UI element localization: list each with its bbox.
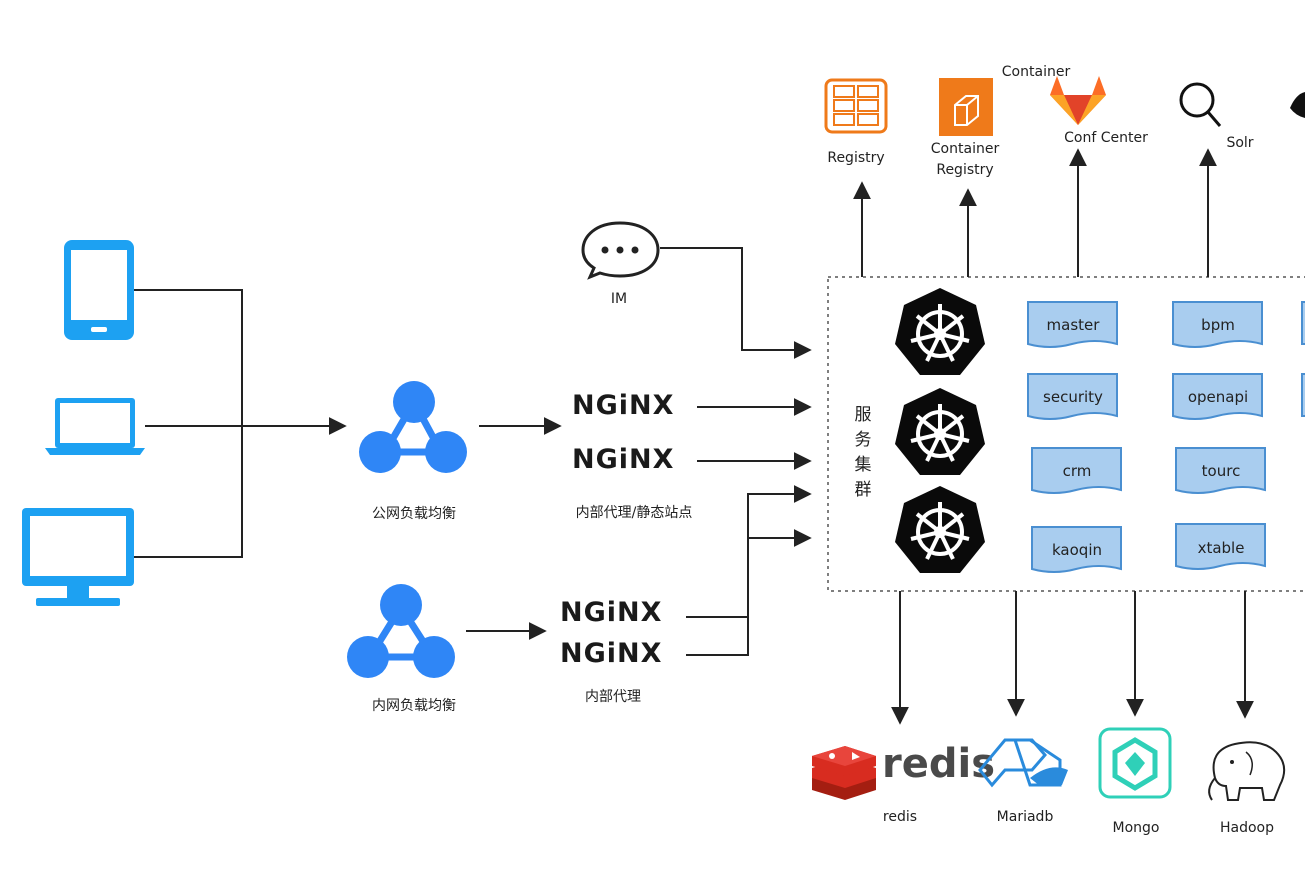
svg-text:security: security (1043, 388, 1103, 406)
nginx-logo-3: NGiNX (560, 597, 662, 628)
container-header-label: Container (1002, 64, 1071, 80)
nginx-connectors (686, 398, 812, 656)
redis-icon (812, 746, 876, 800)
chat-bubble-icon (581, 221, 660, 280)
nginx-logo-1: NGiNX (572, 390, 674, 421)
svg-text:务: 务 (855, 430, 872, 450)
registry-label: Registry (827, 150, 884, 166)
solr-label: Solr (1226, 135, 1253, 151)
laptop-icon (45, 398, 145, 455)
search-icon (1179, 82, 1222, 127)
clipped-top-icon (1290, 92, 1305, 118)
redis-label: redis (883, 809, 917, 825)
registry-icon (824, 78, 888, 134)
service-bpm: bpm (1172, 301, 1263, 348)
desktop-icon (22, 508, 134, 606)
client-connectors (134, 289, 347, 558)
internal-load-balancer-icon (347, 584, 455, 678)
service-cluster-boundary (827, 276, 1305, 592)
mariadb-icon (978, 738, 1068, 788)
svg-text:openapi: openapi (1188, 388, 1248, 406)
lb-connectors (466, 417, 562, 640)
svg-text:服: 服 (855, 405, 872, 425)
gitlab-icon (1050, 76, 1106, 125)
bottom-connectors (891, 591, 1254, 725)
service-openapi: openapi (1172, 373, 1263, 420)
svg-text:master: master (1047, 316, 1101, 334)
svg-text:xtable: xtable (1198, 539, 1245, 557)
public-proxy-caption: 内部代理/静态站点 (576, 505, 693, 521)
kubernetes-icon (895, 288, 985, 375)
container-registry-label-1: Container (931, 141, 1000, 157)
service-security: security (1027, 373, 1118, 420)
mongo-icon (1098, 727, 1172, 799)
service-tourc: tourc (1175, 447, 1266, 494)
container-registry-icon (939, 78, 993, 136)
svg-text:群: 群 (855, 480, 872, 500)
service-clipped (1301, 301, 1305, 417)
service-crm: crm (1031, 447, 1122, 494)
top-connectors (853, 148, 1217, 277)
mongo-label: Mongo (1113, 820, 1160, 836)
nginx-logo-2: NGiNX (572, 444, 674, 475)
service-kaoqin: kaoqin (1031, 526, 1122, 573)
svg-text:集: 集 (855, 455, 872, 475)
hadoop-elephant-icon (1208, 741, 1286, 801)
service-xtable: xtable (1175, 523, 1266, 570)
kubernetes-icon (895, 486, 985, 573)
svg-text:kaoqin: kaoqin (1052, 541, 1102, 559)
container-registry-label-2: Registry (936, 162, 993, 178)
phone-icon (64, 240, 134, 340)
svg-text:crm: crm (1063, 462, 1092, 480)
nginx-logo-4: NGiNX (560, 638, 662, 669)
internal-proxy-caption: 内部代理 (585, 689, 641, 705)
im-connector (660, 247, 812, 359)
redis-logo-text: redis (882, 741, 995, 787)
service-master: master (1027, 301, 1118, 348)
kubernetes-icon (895, 388, 985, 475)
hadoop-label: Hadoop (1220, 820, 1274, 836)
public-lb-label: 公网负载均衡 (372, 506, 456, 522)
im-label: IM (611, 291, 627, 307)
mariadb-label: Mariadb (997, 809, 1054, 825)
conf-center-label: Conf Center (1064, 130, 1148, 146)
svg-text:bpm: bpm (1201, 316, 1235, 334)
public-load-balancer-icon (359, 381, 467, 473)
svg-text:tourc: tourc (1202, 462, 1241, 480)
cluster-title: 服 务 集 群 (855, 405, 872, 500)
internal-lb-label: 内网负载均衡 (372, 698, 456, 714)
